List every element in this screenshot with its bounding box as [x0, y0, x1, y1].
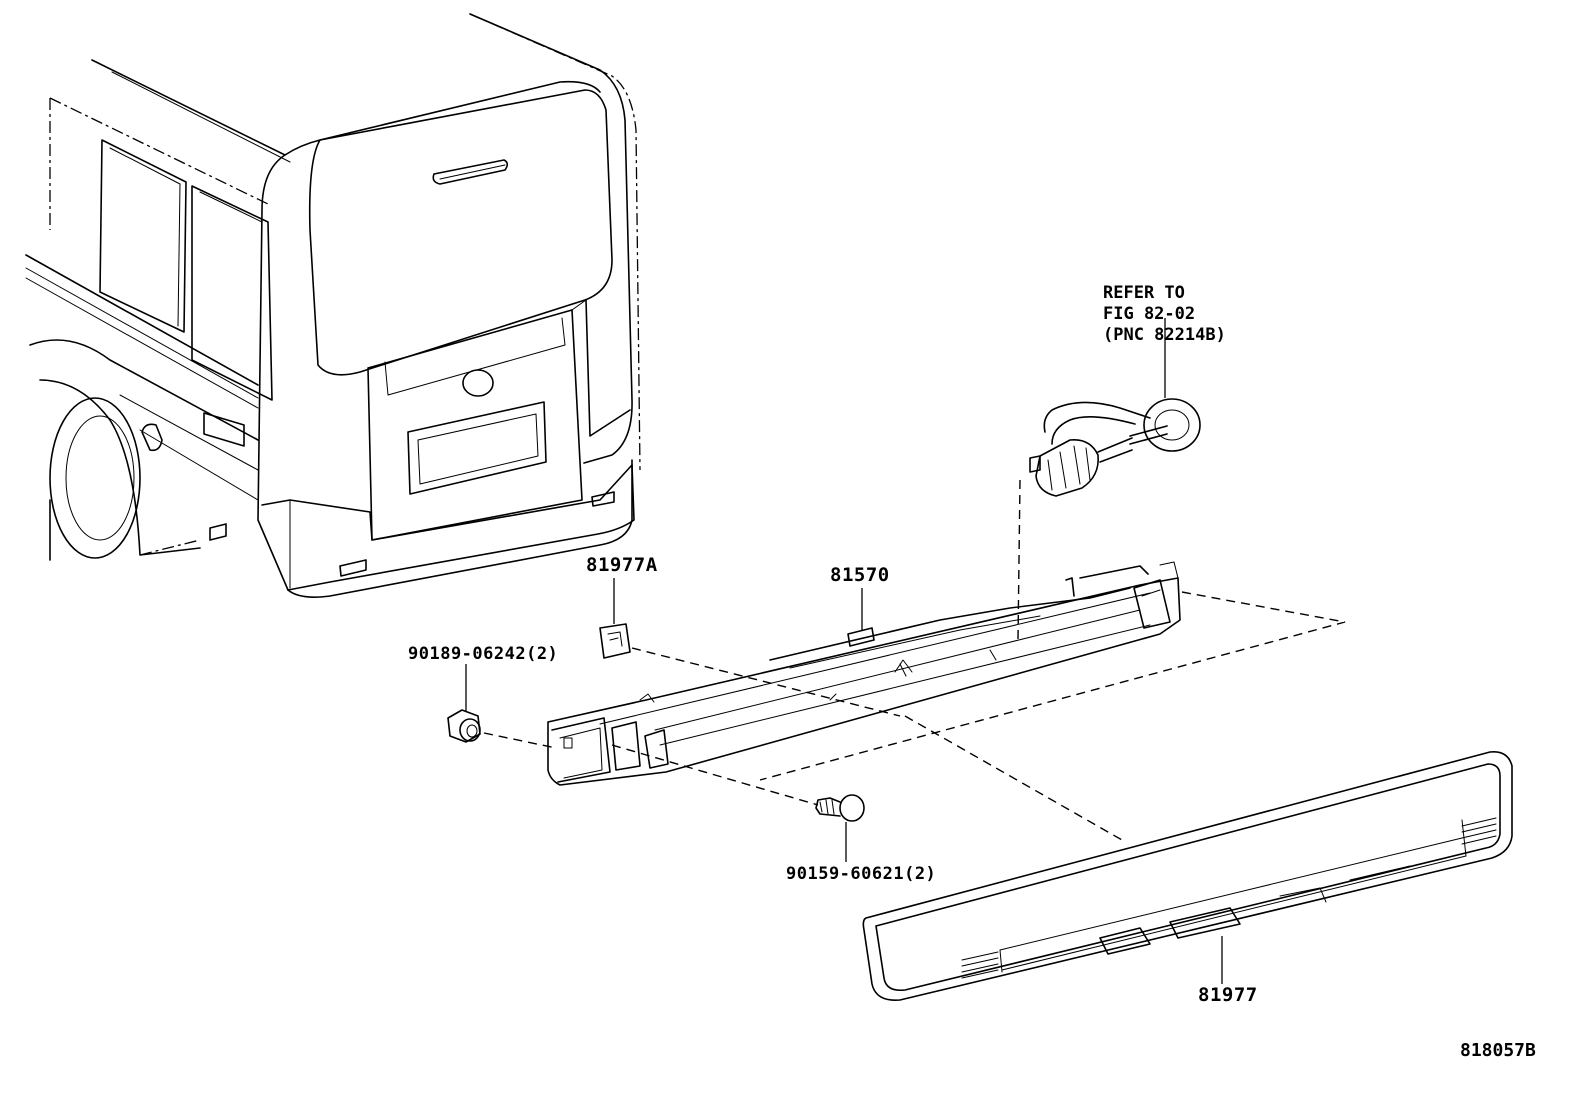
part-label-90159-60621[interactable]: 90159-60621(2)	[786, 864, 937, 884]
lamp-dash-line-right	[759, 591, 1346, 781]
wire-harness	[1029, 398, 1201, 497]
screw-dash-line	[611, 744, 819, 806]
reference-note-line2: FIG 82-02	[1103, 304, 1196, 324]
clip-dash-line	[631, 647, 901, 717]
reference-note-line3: (PNC 82214B)	[1103, 325, 1226, 345]
harness-dash-line	[1017, 479, 1021, 641]
bracket-81570	[547, 561, 1181, 786]
part-label-81570[interactable]: 81570	[830, 564, 890, 586]
vehicle-outline	[25, 13, 641, 598]
lamp-dash-line-center	[904, 715, 1123, 841]
screw-90159-60621	[815, 794, 865, 822]
nut-90189-06242	[447, 709, 481, 743]
clip-81977A	[599, 623, 631, 659]
part-label-81977A[interactable]: 81977A	[586, 554, 658, 576]
reference-note: REFER TO FIG 82-02 (PNC 82214B)	[1103, 283, 1226, 346]
reference-note-line1: REFER TO	[1103, 283, 1185, 303]
part-label-90189-06242[interactable]: 90189-06242(2)	[408, 644, 559, 664]
part-label-81977[interactable]: 81977	[1198, 984, 1258, 1006]
figure-number: 818057B	[1460, 1040, 1536, 1061]
lamp-81977	[862, 750, 1513, 1001]
nut-dash-line	[483, 732, 557, 749]
